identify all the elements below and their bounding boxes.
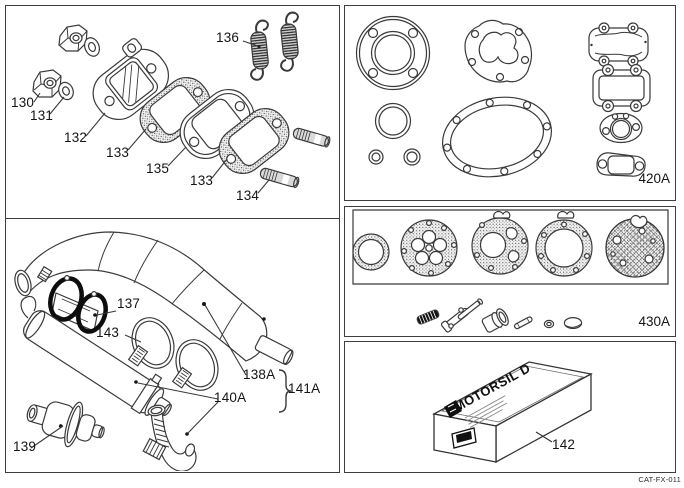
stud-small	[416, 309, 439, 325]
leader-136	[243, 41, 258, 46]
flange-nut-130	[33, 70, 61, 97]
callout-142: 142	[552, 437, 576, 452]
inlet-clamp	[38, 267, 52, 282]
callout-134: 134	[236, 188, 260, 203]
stud-134-upper	[292, 127, 331, 147]
manifold-drawing	[6, 6, 338, 217]
exhaust-spring-136a	[250, 21, 269, 80]
hose-clamp-143a	[125, 311, 182, 374]
leader-133a	[128, 129, 146, 150]
callout-131: 131	[30, 108, 54, 123]
crankcase-cover-gasket	[435, 87, 559, 186]
panel-gasket-kit-420a	[344, 5, 676, 201]
panel-gasket-kit-430a	[344, 206, 676, 337]
reed-valve-gasket-2	[593, 65, 650, 112]
intake-flange-gasket	[600, 113, 642, 142]
callout-133b: 133	[190, 173, 214, 188]
leader-137	[97, 311, 116, 315]
leader-lines-manifold	[34, 41, 269, 193]
elbow-pipe-140a	[143, 404, 196, 471]
cutout-gasket	[472, 211, 528, 274]
muffler-139	[22, 389, 110, 455]
stinger-outlet	[254, 335, 295, 366]
callout-130: 130	[11, 95, 35, 110]
mounting-bracket-137	[45, 274, 110, 335]
leader-142	[536, 432, 552, 442]
sealant-drawing: MOTORSIL D	[345, 360, 674, 471]
callout-143: 143	[96, 325, 120, 340]
kit-code-420a: 420A	[638, 171, 670, 186]
leader-lines-exhaust	[31, 305, 291, 448]
brace-141a	[279, 370, 291, 412]
panel-exhaust-manifold	[5, 5, 340, 219]
leader-140a-1	[138, 383, 218, 399]
panel-exhaust-system	[5, 218, 340, 473]
head-gasket	[357, 17, 430, 90]
lock-washer-131	[56, 80, 76, 102]
gasket-tray-box	[353, 210, 668, 284]
callout-135: 135	[146, 161, 170, 176]
callout-139: 139	[13, 439, 37, 454]
reed-valve-gasket-1	[589, 23, 648, 66]
gasket-kit-drawing	[345, 6, 674, 199]
expansion-chamber-138a	[12, 232, 295, 366]
callout-140a: 140A	[214, 390, 247, 405]
hose-clamp-143b	[169, 333, 226, 396]
kit-code-430a: 430A	[638, 314, 670, 329]
panel-sealant: MOTORSIL D	[344, 341, 676, 473]
o-ring-large	[376, 104, 411, 139]
clutch-cover-gasket	[401, 220, 457, 276]
ring-gasket-1	[353, 234, 389, 270]
leader-138a	[205, 305, 246, 375]
callout-137: 137	[117, 296, 141, 311]
exhaust-gasket-133b	[211, 100, 298, 182]
o-ring-small-2	[404, 149, 420, 165]
banjo-fitting	[441, 298, 484, 333]
leader-133b	[212, 159, 227, 178]
callout-141a: 141A	[288, 381, 321, 396]
ring-gasket-2	[536, 211, 592, 276]
leader-140a-2	[188, 402, 218, 433]
callout-133a: 133	[106, 145, 130, 160]
leader-130	[34, 93, 40, 102]
o-ring-tiny	[544, 320, 553, 327]
leader-132	[86, 113, 105, 136]
leader-131	[50, 97, 64, 114]
dowel-pin	[514, 316, 533, 329]
callout-136: 136	[216, 30, 240, 45]
oval-cap	[564, 318, 581, 329]
leader-135	[168, 147, 186, 166]
catalog-code: CAT-FX-011	[638, 475, 681, 484]
exhaust-port-gasket	[597, 153, 645, 176]
stud-134-lower	[259, 167, 300, 188]
screen-disc-gasket	[606, 216, 664, 277]
callout-132: 132	[64, 130, 88, 145]
flange-nut-top	[59, 25, 87, 51]
small-gasket-kit-drawing	[345, 207, 674, 335]
exhaust-drawing	[6, 219, 338, 471]
cylinder-base-gasket	[465, 20, 531, 82]
brand-logo-top	[444, 400, 462, 418]
exhaust-flange-132	[78, 32, 178, 129]
o-ring-small-1	[369, 150, 383, 164]
leader-143	[125, 335, 141, 342]
plug-fitting	[481, 307, 511, 334]
exhaust-spring-136b	[280, 13, 299, 71]
leader-134	[258, 180, 269, 193]
lock-washer-top	[82, 36, 102, 59]
fine-print-lines	[465, 396, 510, 428]
callout-138a: 138A	[243, 367, 276, 382]
leader-139	[31, 426, 63, 448]
